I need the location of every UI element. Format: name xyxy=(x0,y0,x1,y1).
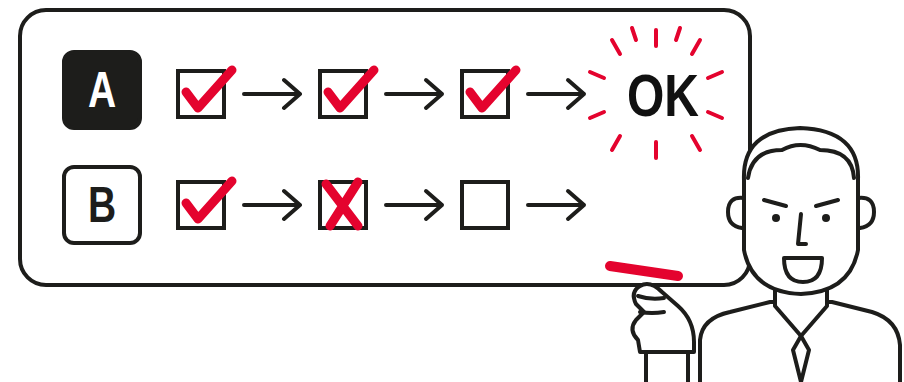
row-badge: A xyxy=(62,50,142,130)
fingers xyxy=(638,296,664,313)
row-badge: B xyxy=(62,165,142,245)
red-marks xyxy=(186,70,516,226)
row-letter: B xyxy=(88,180,116,230)
checkboxes xyxy=(178,71,508,228)
flow-arrows xyxy=(244,80,584,219)
whiteboard xyxy=(20,10,750,285)
status-label: OK xyxy=(627,66,699,126)
ok-burst xyxy=(590,28,722,158)
row-letter: A xyxy=(88,65,116,115)
presenter-figure xyxy=(632,128,900,382)
red-marker xyxy=(610,266,678,276)
